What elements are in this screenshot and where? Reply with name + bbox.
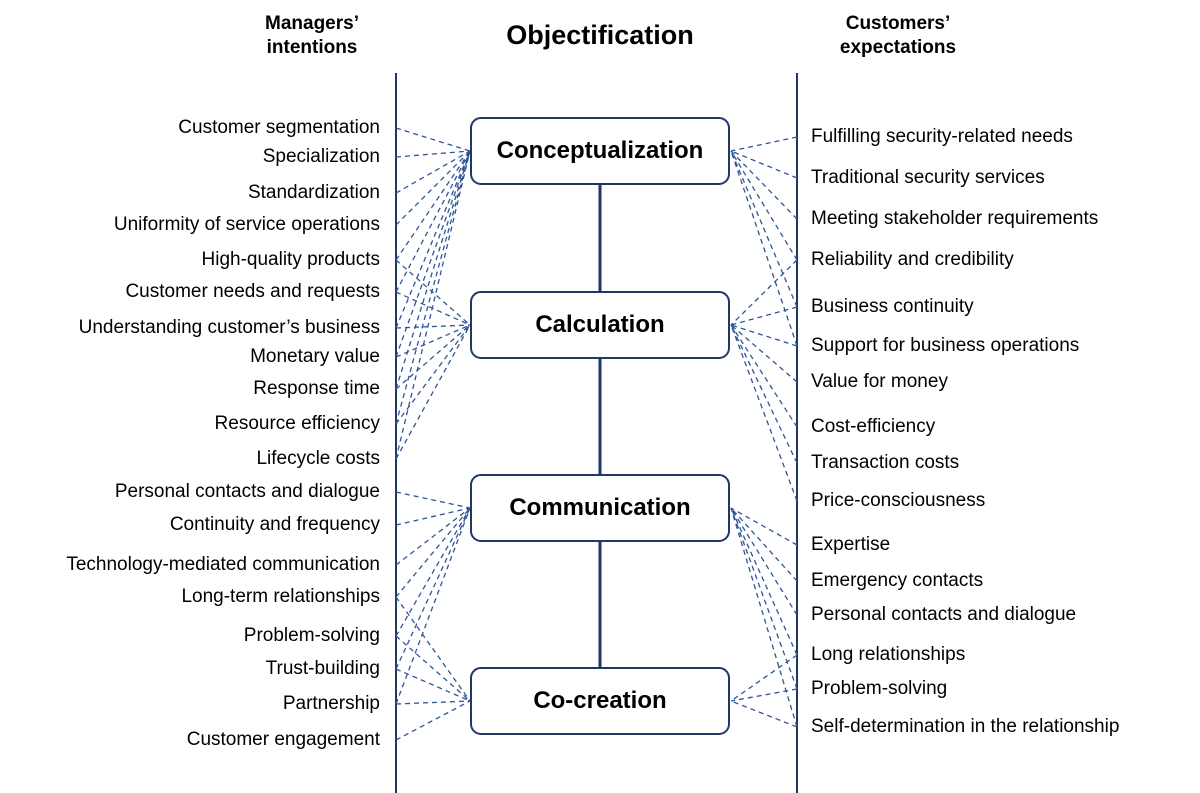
customer-expectation-item: Self-determination in the relationship xyxy=(811,716,1120,737)
link-line xyxy=(395,150,471,261)
manager-intention-item: Personal contacts and dialogue xyxy=(114,481,380,502)
stage-calculation: Calculation xyxy=(470,291,730,359)
link-line xyxy=(395,324,471,425)
link-line xyxy=(395,507,471,566)
stage-conceptualization: Conceptualization xyxy=(470,117,730,185)
manager-intention-item: Lifecycle costs xyxy=(256,448,380,469)
link-line xyxy=(395,324,471,390)
link-line xyxy=(395,150,471,329)
manager-intention-item: Continuity and frequency xyxy=(169,514,380,535)
manager-intention-item: High-quality products xyxy=(201,249,380,270)
customer-expectation-item: Emergency contacts xyxy=(811,570,984,591)
link-line xyxy=(395,324,471,329)
customer-expectation-item: Value for money xyxy=(811,371,948,392)
link-line xyxy=(395,507,471,526)
customer-expectation-item: Expertise xyxy=(811,534,891,555)
link-line xyxy=(730,324,798,428)
link-line xyxy=(395,324,471,358)
customer-expectation-item: Traditional security services xyxy=(811,167,1045,188)
customer-expectation-item: Reliability and credibility xyxy=(811,249,1014,270)
customer-expectation-item: Price-consciousness xyxy=(811,490,986,511)
customer-expectation-item: Cost-efficiency xyxy=(811,416,936,437)
link-line xyxy=(395,596,471,702)
customer-expectation-item: Support for business operations xyxy=(811,335,1080,356)
manager-intention-item: Monetary value xyxy=(250,346,380,367)
link-line xyxy=(730,507,798,616)
link-line xyxy=(730,507,798,728)
link-line xyxy=(395,150,471,293)
link-line xyxy=(730,259,798,326)
customers-expectations-header: Customers’ expectations xyxy=(839,13,957,58)
manager-intention-item: Understanding customer’s business xyxy=(78,317,380,338)
link-line xyxy=(395,291,471,326)
customer-expectation-item: Business continuity xyxy=(811,296,974,317)
manager-intention-item: Trust-building xyxy=(265,658,380,679)
link-line xyxy=(730,507,798,582)
customer-expectation-item: Problem-solving xyxy=(811,678,948,699)
customer-expectation-item: Transaction costs xyxy=(811,452,960,473)
link-line xyxy=(730,306,798,326)
link-line xyxy=(395,150,471,358)
link-line xyxy=(395,668,471,702)
manager-intention-item: Customer segmentation xyxy=(178,117,380,138)
manager-intention-item: Uniformity of service operations xyxy=(113,214,380,235)
manager-intention-item: Long-term relationships xyxy=(181,586,380,607)
link-line xyxy=(730,150,798,220)
link-line xyxy=(730,324,798,347)
manager-intention-item: Customer needs and requests xyxy=(125,281,380,302)
link-line xyxy=(730,507,798,546)
customer-expectation-item: Meeting stakeholder requirements xyxy=(811,208,1099,229)
link-line xyxy=(730,688,798,702)
link-line xyxy=(395,635,471,702)
link-line xyxy=(730,324,798,464)
link-line xyxy=(395,700,471,741)
link-line xyxy=(730,507,798,656)
link-line xyxy=(395,491,471,509)
link-line xyxy=(395,259,471,326)
link-line xyxy=(730,150,798,261)
manager-intention-item: Problem-solving xyxy=(243,625,380,646)
link-line xyxy=(395,150,471,460)
link-line xyxy=(395,700,471,705)
customer-expectation-item: Long relationships xyxy=(811,644,966,665)
manager-intention-item: Specialization xyxy=(262,146,380,167)
link-line xyxy=(730,150,798,179)
manager-intention-item: Customer engagement xyxy=(186,729,380,750)
link-line xyxy=(395,150,471,425)
customer-expectation-item: Personal contacts and dialogue xyxy=(811,604,1077,625)
link-line xyxy=(395,324,471,460)
manager-intention-item: Response time xyxy=(253,378,380,399)
stage-communication: Communication xyxy=(470,474,730,542)
link-line xyxy=(730,136,798,152)
link-line xyxy=(730,150,798,347)
stage-co-creation: Co-creation xyxy=(470,667,730,735)
link-line xyxy=(395,150,471,158)
manager-intention-item: Resource efficiency xyxy=(214,413,380,434)
manager-intention-item: Partnership xyxy=(282,693,380,714)
customer-expectation-item: Fulfilling security-related needs xyxy=(811,126,1073,147)
link-line xyxy=(395,507,471,598)
page-title: Objectification xyxy=(506,20,694,50)
link-line xyxy=(395,507,471,670)
link-line xyxy=(395,507,471,705)
link-line xyxy=(395,507,471,637)
link-line xyxy=(395,127,471,152)
manager-intention-item: Technology-mediated communication xyxy=(66,554,380,575)
manager-intention-item: Standardization xyxy=(247,182,380,203)
link-line xyxy=(730,654,798,702)
link-line xyxy=(730,324,798,502)
managers-intentions-header: Managers’ intentions xyxy=(265,13,359,58)
link-line xyxy=(730,324,798,383)
link-line xyxy=(730,700,798,728)
link-line xyxy=(395,150,471,390)
link-line xyxy=(730,150,798,308)
